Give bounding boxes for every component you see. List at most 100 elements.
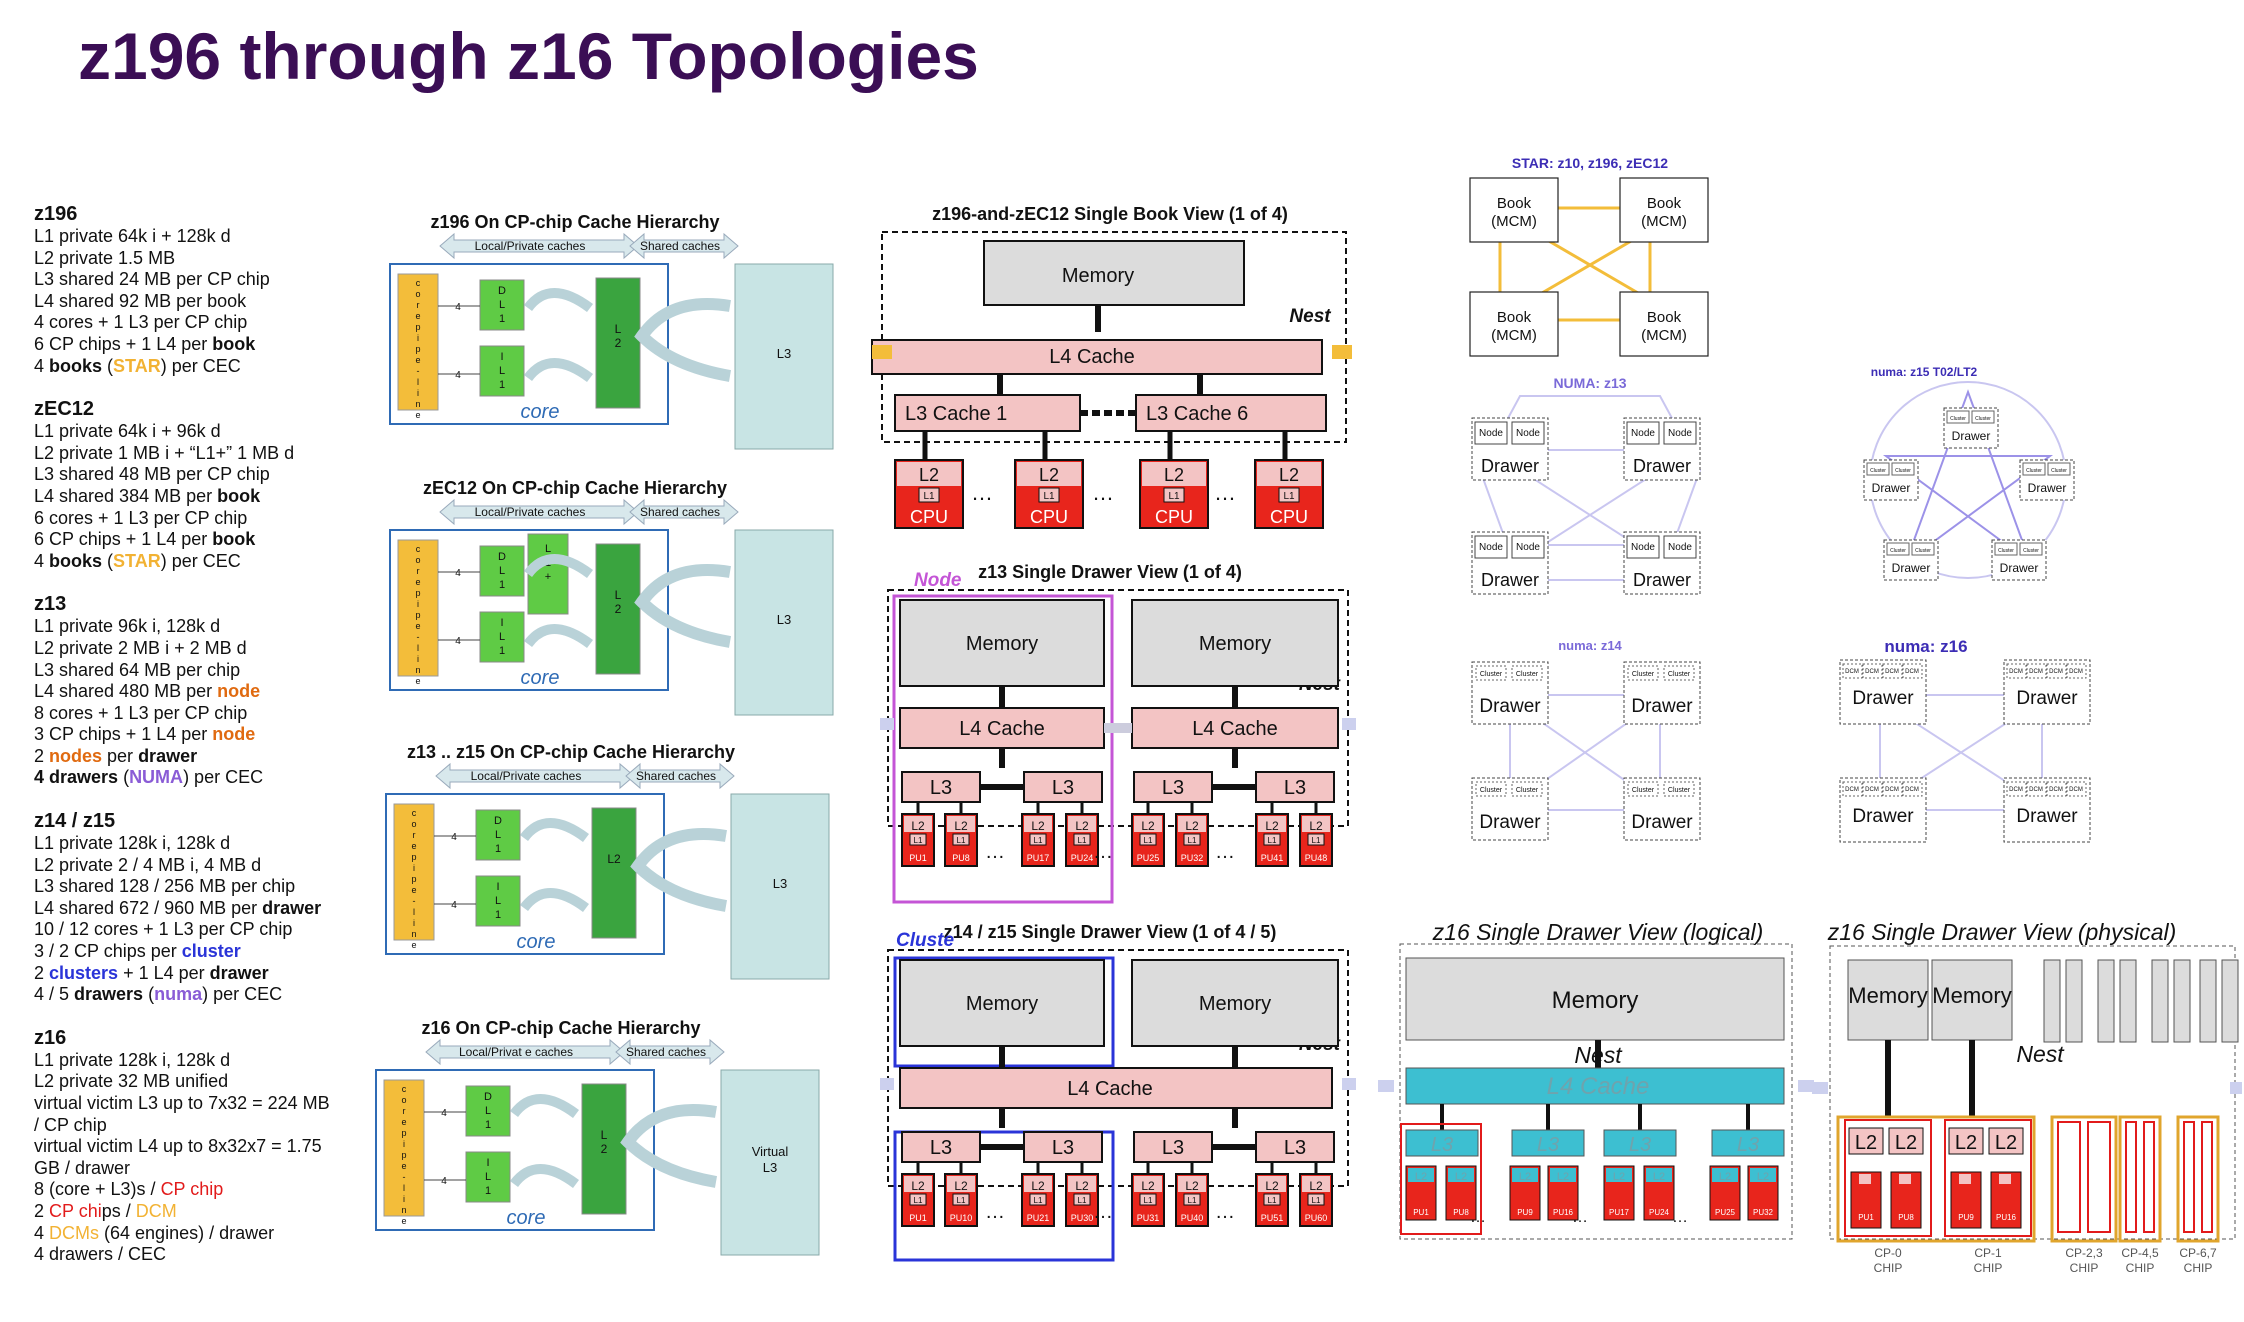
core-box (389, 263, 669, 425)
bus-width-label: 4 (441, 1176, 447, 1187)
spec-text: per (102, 745, 139, 766)
spec-line: 4 cores + 1 L3 per CP chip (34, 312, 354, 334)
il1-char: 1 (499, 645, 505, 657)
dcm-outline (2050, 1115, 2118, 1243)
cluster-box (1866, 462, 1890, 476)
l4-label: L4 Cache (1192, 718, 1278, 740)
l3-cache-1-label: L3 Cache 1 (905, 403, 1007, 425)
cluster-box (2022, 462, 2046, 476)
z16-logical-title: z16 Single Drawer View (logical) (1432, 919, 1764, 945)
cluster-label: Cluster (1668, 671, 1691, 678)
dl1-box (465, 1085, 511, 1137)
l1-label: L1 (914, 836, 923, 845)
l1-label: L1 (957, 1196, 966, 1205)
pu-label: PU25 (1137, 853, 1160, 863)
drawer-label: Drawer (1481, 456, 1539, 476)
cluster-box (1891, 462, 1915, 476)
l3-box (734, 263, 834, 450)
memory-slot (2221, 959, 2239, 1043)
spec-text: books (49, 355, 103, 376)
cluster-label: Cluster (1998, 548, 2014, 554)
spec-text: L4 shared 672 / 960 MB per (34, 897, 263, 918)
pipeline-char: o (415, 289, 420, 299)
l2-label: L2 (1075, 1179, 1089, 1193)
link-stub (2230, 1082, 2242, 1094)
l2-band (1178, 816, 1206, 832)
l2-label: L2 (1955, 1132, 1977, 1154)
l1-box (952, 1193, 970, 1206)
drawer-label: Drawer (2028, 481, 2067, 495)
dcm-box (1842, 781, 1863, 797)
cpu-label: CPU (1155, 507, 1193, 527)
link-stub (872, 345, 892, 359)
pipeline-char: r (417, 300, 420, 310)
cluster-box (1511, 665, 1543, 681)
cluster-label: Cluster (1915, 548, 1931, 554)
spec-text: ( (118, 767, 130, 788)
spec-text: L3 shared 64 MB per chip (34, 659, 241, 680)
pipeline-char: i (417, 333, 419, 343)
dcm-label: DCM (2049, 669, 2063, 675)
cluster-box (1475, 781, 1507, 797)
nest-dashed-box (1829, 945, 2236, 1240)
l2-band (1646, 1168, 1672, 1182)
double-arrow-shared (625, 762, 735, 790)
spec-text: L1 private 128k i, 128k d (34, 833, 231, 854)
cp-chip-outline (1844, 1119, 1932, 1237)
pu-label: PU1 (1413, 1208, 1429, 1217)
l2-label: L2 (1185, 1179, 1199, 1193)
l2-char: 2 (615, 602, 622, 616)
l2-band (1448, 1168, 1474, 1182)
dl1-char: L (499, 299, 505, 311)
curve-arrow (634, 298, 732, 382)
dl1-char: L (499, 565, 505, 577)
l4-label: L4 Cache (959, 718, 1045, 740)
pipeline-char: p (401, 1150, 406, 1160)
node-label: Node (1631, 542, 1655, 553)
spec-text: virtual victim L3 up to 7x32 = 224 MB (34, 1093, 330, 1113)
pu-label: PU16 (1553, 1208, 1574, 1217)
il1-box (479, 345, 525, 397)
cluster-box (1886, 542, 1910, 556)
shared-caches-label: Shared caches (626, 1045, 706, 1059)
hierarchy-title: z13 .. z15 On CP-chip Cache Hierarchy (407, 742, 735, 762)
book-view: z196-and-zEC12 Single Book View (1 of 4)… (871, 204, 1352, 529)
il1-char: I (500, 351, 503, 363)
book-label: (MCM) (1491, 213, 1537, 230)
dcm-label: DCM (1845, 787, 1859, 793)
spec-line: L1 private 64k i + 128k d (34, 226, 354, 248)
pipeline-char: r (413, 830, 416, 840)
book-node (1469, 291, 1559, 357)
core-label: core (517, 931, 556, 953)
pipeline-char: e (415, 577, 420, 587)
spec-line: L4 shared 384 MB per book (34, 486, 354, 508)
l3-label: L3 (773, 876, 787, 891)
spec-text: 4 (34, 550, 50, 571)
z13-topo-title: NUMA: z13 (1553, 375, 1626, 391)
pu-label: PU21 (1027, 1213, 1050, 1223)
core-label: core (521, 401, 560, 423)
l3-label: L3 (777, 346, 791, 361)
memory-box (1131, 599, 1339, 687)
cluster-label: Cluster (2051, 468, 2067, 474)
l2-box (1888, 1127, 1924, 1155)
spec-text: 4 cores + 1 L3 per CP chip (34, 312, 248, 333)
drawer-label: Drawer (1481, 570, 1539, 590)
book-label: (MCM) (1491, 327, 1537, 344)
chip-name: CHIP (2184, 1261, 2213, 1275)
il1-char: L (499, 365, 505, 377)
drawer-label: Drawer (1892, 561, 1931, 575)
memory-slot (2097, 959, 2115, 1043)
l2-label: L2 (1519, 1171, 1531, 1183)
dcm-outline (1836, 1115, 2036, 1243)
drawer-label: Drawer (2000, 561, 2039, 575)
l1-label: L1 (1188, 836, 1197, 845)
spec-line: L2 private 32 MB unified (34, 1071, 354, 1093)
spec-text: ) per CEC (202, 984, 283, 1005)
cluster-label: Cluster (1480, 671, 1503, 678)
l2-box (595, 277, 641, 409)
l1-label: L1 (1144, 836, 1153, 845)
drawer-label: Drawer (2016, 806, 2078, 827)
curve-arrow (620, 1104, 718, 1188)
pipeline-char: n (401, 1205, 406, 1215)
